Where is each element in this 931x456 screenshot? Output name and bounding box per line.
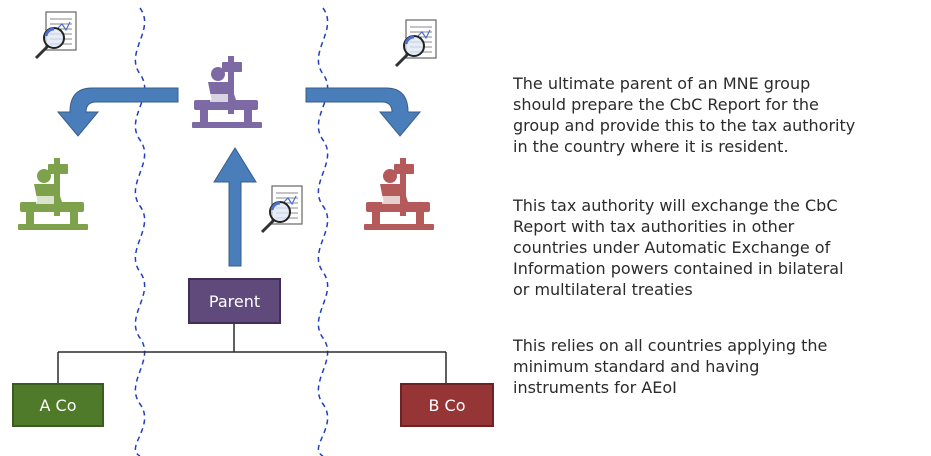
up-arrow-icon — [213, 147, 257, 267]
b-co-label: B Co — [428, 395, 466, 415]
country-border-left — [134, 7, 146, 456]
tax-official-center-figure — [192, 56, 262, 128]
magnifier-report-icon — [394, 18, 438, 68]
tax-official-right-figure — [364, 158, 434, 230]
group-structure-lines — [57, 324, 447, 383]
tax-official-left-figure — [18, 158, 88, 230]
description-paragraph-2: This tax authority will exchange the CbC… — [513, 196, 844, 299]
left-curved-arrow-icon — [56, 87, 179, 137]
magnifier-report-icon — [34, 10, 78, 60]
parent-box: Parent — [188, 278, 281, 324]
a-co-box: A Co — [12, 383, 104, 427]
country-border-right — [317, 7, 329, 456]
parent-label: Parent — [208, 291, 261, 311]
right-curved-arrow-icon — [305, 87, 422, 137]
description-paragraph-1: The ultimate parent of an MNE group shou… — [513, 74, 856, 156]
a-co-label: A Co — [39, 395, 77, 415]
b-co-box: B Co — [400, 383, 494, 427]
description-paragraph-3: This relies on all countries applying th… — [513, 336, 828, 397]
magnifier-report-icon — [260, 184, 304, 234]
